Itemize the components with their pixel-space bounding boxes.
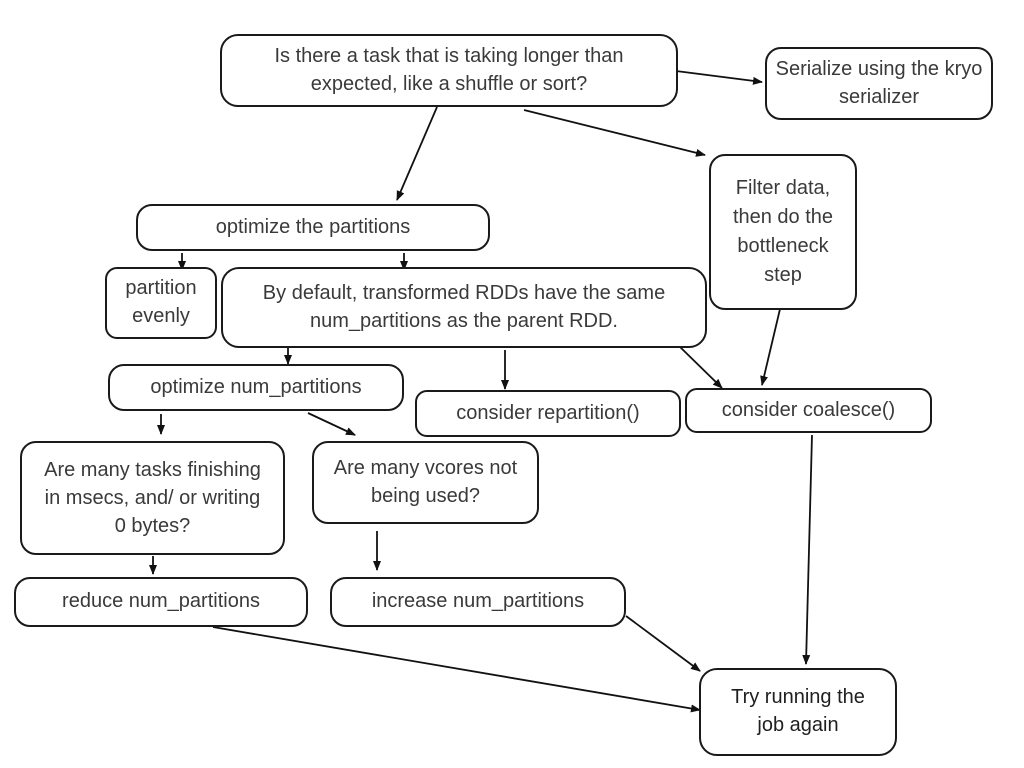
arrow-start-to-filter — [523, 109, 706, 157]
node-increase-num-partitions: increase num_partitions — [330, 577, 626, 627]
arrow-increase-to-try-again — [625, 615, 701, 672]
node-filter-data: Filter data, then do the bottleneck step — [709, 154, 857, 310]
node-consider-repartition: consider repartition() — [415, 390, 681, 437]
node-default-rdds: By default, transformed RDDs have the sa… — [221, 267, 707, 348]
node-optimize-partitions: optimize the partitions — [136, 204, 490, 251]
node-kryo-serializer: Serialize using the kryo serializer — [765, 47, 993, 120]
arrow-optimize-num-to-many-vcores — [307, 412, 356, 436]
node-optimize-num-partitions: optimize num_partitions — [108, 364, 404, 411]
node-consider-coalesce: consider coalesce() — [685, 388, 932, 433]
arrow-coalesce-to-try-again — [802, 434, 813, 665]
node-start-question: Is there a task that is taking longer th… — [220, 34, 678, 107]
node-try-again: Try running the job again — [699, 668, 897, 756]
node-partition-evenly: partition evenly — [105, 267, 217, 339]
node-reduce-num-partitions: reduce num_partitions — [14, 577, 308, 627]
node-many-vcores-question: Are many vcores not being used? — [312, 441, 539, 524]
arrow-default-to-coalesce — [677, 344, 723, 389]
node-many-tasks-question: Are many tasks finishing in msecs, and/ … — [20, 441, 285, 555]
arrow-start-to-optimize-partitions — [396, 106, 438, 201]
arrow-reduce-to-try-again — [212, 626, 701, 713]
arrow-start-to-kryo — [675, 70, 763, 85]
arrow-filter-to-coalesce — [760, 308, 781, 386]
